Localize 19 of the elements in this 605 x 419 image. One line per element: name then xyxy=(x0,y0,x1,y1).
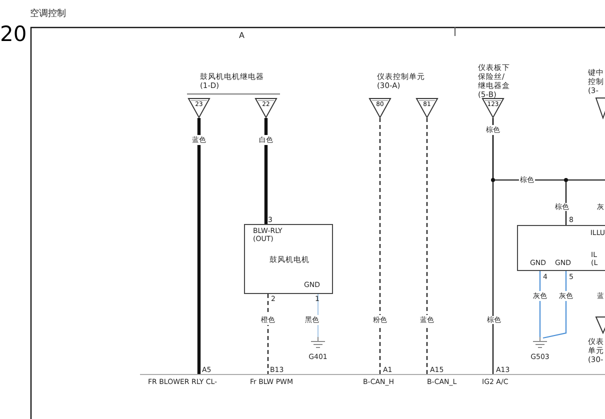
connector-symbol xyxy=(416,98,438,118)
wire xyxy=(379,118,381,375)
connector-symbol xyxy=(188,98,210,118)
wire xyxy=(197,118,201,375)
page-number: 20 xyxy=(0,22,27,46)
module-box xyxy=(517,225,605,271)
component-box xyxy=(244,224,333,294)
connector-symbol xyxy=(255,98,277,118)
wire xyxy=(492,118,605,181)
wire xyxy=(542,271,567,339)
wire xyxy=(426,118,428,375)
connector-symbol xyxy=(482,98,504,118)
wire xyxy=(264,118,268,224)
diagram-title: 空调控制 xyxy=(30,9,66,20)
connector-symbol xyxy=(369,98,391,118)
wire xyxy=(267,294,269,375)
wire xyxy=(539,271,541,337)
section-letter: A xyxy=(239,32,244,40)
wire xyxy=(317,294,319,337)
